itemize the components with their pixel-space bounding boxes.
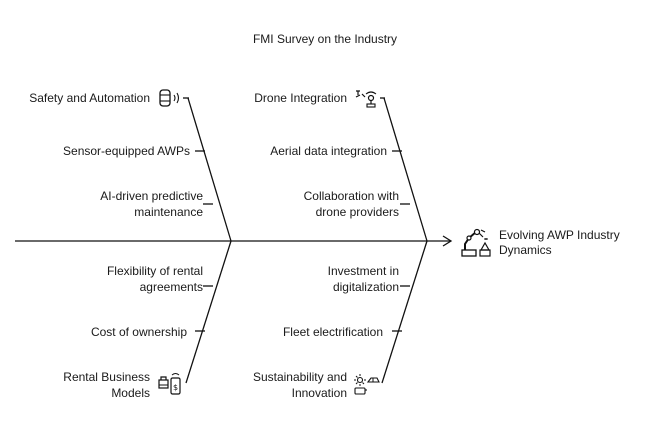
bone-rental [185,240,232,384]
spine-arrowhead [442,235,453,247]
category-safety-label: Safety and Automation [29,91,150,105]
bone-sustain [381,240,428,384]
cause-invest-line1: Investment in [327,264,399,278]
robot-arm-icon [461,228,491,257]
bone-drone [383,97,428,242]
category-drone-label: Drone Integration [254,91,347,105]
eco-innovation-icon [354,374,380,395]
category-sustain-line2: Innovation [291,386,347,400]
effect-label-line2: Dynamics [499,243,552,257]
cause-aerial: Aerial data integration [270,144,387,158]
bone-safety [187,97,232,242]
cause-flex-line1: Flexibility of rental [106,264,203,278]
drone-icon [355,90,377,108]
cause-electrification: Fleet electrification [282,325,383,339]
category-rental-line2: Models [111,386,150,400]
sensor-icon [159,89,180,107]
diagram-title: FMI Survey on the Industry [252,32,398,46]
effect-label-line1: Evolving AWP Industry [499,228,620,242]
cause-ai-line2: maintenance [134,205,203,219]
cause-invest-line2: digitalization [332,280,399,294]
cause-collab-line1: Collaboration with [303,189,399,203]
cause-ai-line1: AI-driven predictive [100,189,203,203]
cause-collab-line2: drone providers [315,205,399,219]
cause-cost: Cost of ownership [90,325,187,339]
rental-icon: $ [158,373,181,395]
svg-text:$: $ [173,383,178,392]
category-rental-line1: Rental Business [63,370,150,384]
category-sustain-line1: Sustainability and [252,370,347,384]
cause-flex-line2: agreements [139,280,203,294]
cause-sensor-awps: Sensor-equipped AWPs [63,144,190,158]
